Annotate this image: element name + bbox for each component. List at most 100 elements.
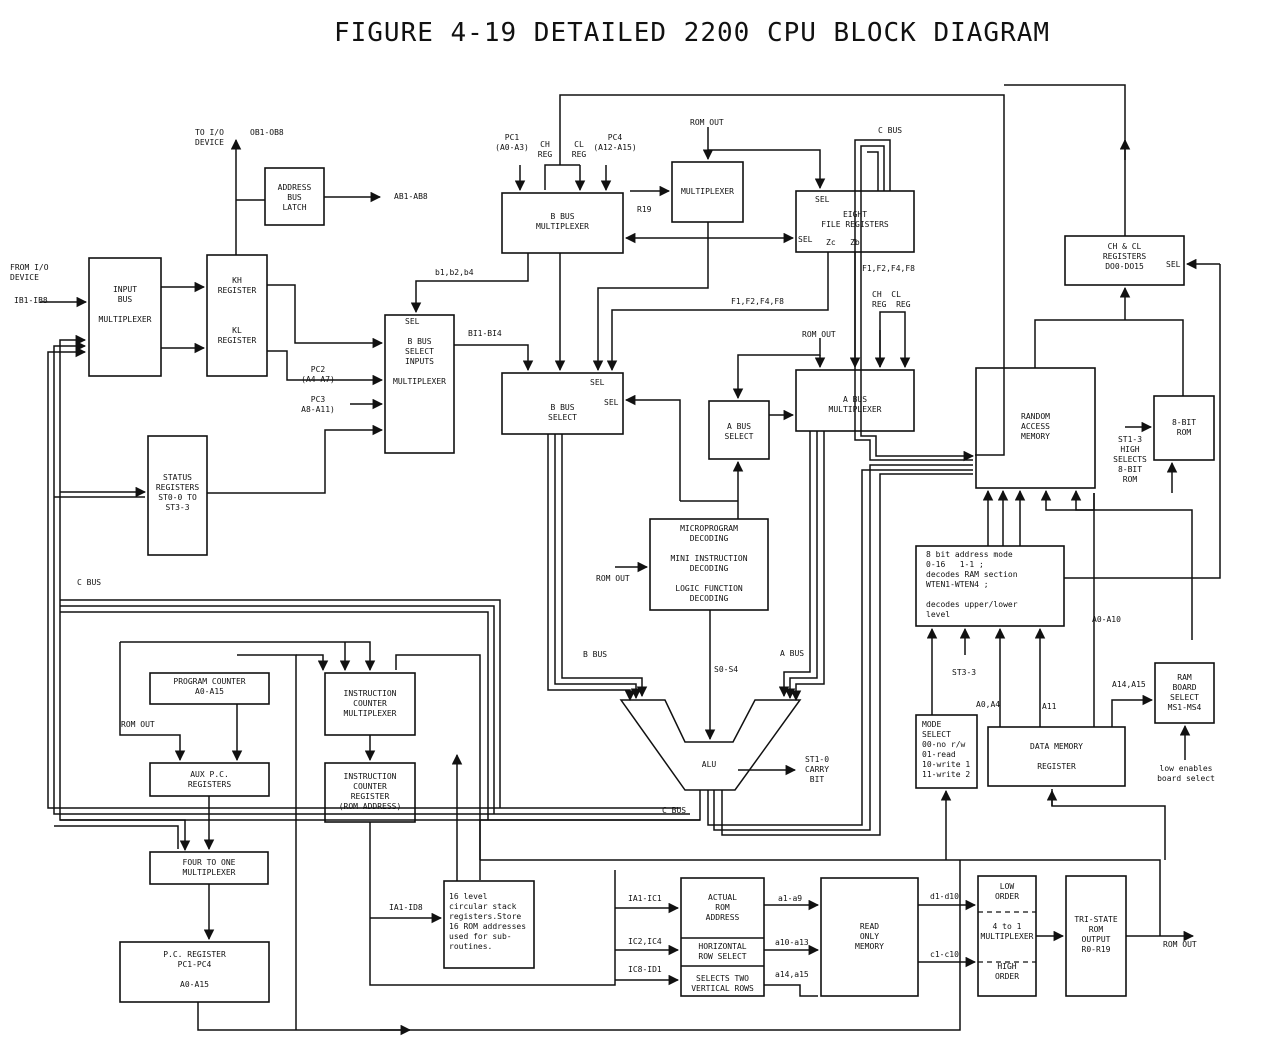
low-high-mux-box [977,875,1037,997]
instruction-counter-mux-label: INSTRUCTION COUNTER MULTIPLEXER [343,689,397,718]
rom-8bit-box [1153,395,1215,461]
ch-cl-registers-label: CH & CL REGISTERS DO0-DO15 [1102,242,1147,271]
multiplexer-box [671,161,744,223]
s0s4-label: S0-S4 [714,665,739,674]
a0a4-label: A0,A4 [976,700,1001,709]
rom-out-pc-label: ROM OUT [121,720,155,729]
st1-3-label: ST1-3 HIGH SELECTS 8-BIT ROM [1113,435,1147,484]
address-bus-latch-label: ADDRESS BUS LATCH [277,183,312,212]
instruction-counter-mux-box [324,672,416,736]
read-only-memory-box [820,877,919,997]
instruction-counter-register-box [324,762,416,823]
a-bus-select-box [708,400,770,460]
data-memory-register-label: DATA MEMORY REGISTER [1030,742,1083,771]
address-mode-label: 8 bit address mode 0-16 1-1 ; decodes RA… [926,550,1018,619]
instruction-counter-register-label: INSTRUCTION COUNTER REGISTER (ROM ADDRES… [338,772,402,811]
rom-out-left-label: ROM OUT [596,574,630,583]
kh-kl-register-box [206,254,268,377]
alu-label: ALU [701,760,717,769]
ch-reg-label: CH REG [537,140,553,159]
aux-pc-registers-box [149,762,270,797]
b-bus-label: B BUS [583,650,608,659]
four-to-one-mux-label: FOUR TO ONE MULTIPLEXER [182,858,236,877]
ab-label: AB1-AB8 [394,192,428,201]
address-mode-box [915,545,1065,627]
status-registers-box [147,435,208,556]
stack-registers-label: 16 level circular stack registers.Store … [449,892,527,951]
multiplexer-label: MULTIPLEXER [681,187,734,196]
status-registers-label: STATUS REGISTERS ST0-0 TO ST3-3 [155,473,200,512]
b-bus-mux-label: B BUS MULTIPLEXER [536,212,589,231]
st1-0-label: ST1-0 CARRY BIT [804,755,830,784]
four-to-one-mux-box [149,851,269,885]
zc-zb-label: Zc Zb [826,238,860,247]
program-counter-box [149,672,270,705]
a10a13-label: a10-a13 [775,938,809,947]
c-bus-left-label: C BUS [77,578,102,587]
pc1-label: PC1 (A0-A3) [495,133,529,152]
b-bus-mux-box [501,192,624,254]
b-bus-select-inputs-box [384,314,455,454]
data-memory-register-box [987,726,1126,787]
rom-out-right-label: ROM OUT [1163,940,1197,949]
pc4-label: PC4 (A12-A15) [593,133,637,152]
kh-kl-register-label: KH REGISTER KL REGISTER [217,276,257,345]
low-high-mux-label: LOW ORDER 4 to 1 MULTIPLEXER HIGH ORDER [980,882,1034,981]
ram-board-select-label: RAM BOARD SELECT MS1-MS4 [1167,673,1202,712]
r19-label: R19 [637,205,652,214]
ic2-ic4-label: IC2,IC4 [628,937,662,946]
d1d10-label: d1-d10 [930,892,959,901]
ch-cl-registers-box [1064,235,1185,286]
program-counter-label: PROGRAM COUNTER A0-A15 [173,677,246,696]
sel-bbsi-label: SEL [405,317,420,326]
a14a15-rom-label: a14,a15 [775,970,809,979]
ch-cl-reg-2-label: CH CL REG REG [872,290,911,309]
a1a9-label: a1-a9 [778,894,803,903]
b-bus-select-box [501,372,624,435]
c1c10-label: c1-c10 [930,950,959,959]
input-bus-mux-label: INPUT BUS MULTIPLEXER [98,285,152,324]
f-mid-label: F1,F2,F4,F8 [731,297,784,306]
eight-file-registers-label: EIGHT FILE REGISTERS [821,210,889,229]
ram-box [975,367,1096,489]
microprogram-decoding-box [649,518,769,611]
ic8-id1-label: IC8-ID1 [628,965,662,974]
mode-select-label: MODE SELECT 00-no r/w 01-read 10-write 1… [922,720,971,779]
ram-board-select-box [1154,662,1215,724]
pc-register-box [119,941,270,1003]
sel-ch-label: SEL [1166,260,1181,269]
b1b2b4-label: b1,b2,b4 [435,268,474,277]
pc-register-label: P.C. REGISTER PC1-PC4 A0-A15 [163,950,226,989]
rom-out-mid-label: ROM OUT [802,330,836,339]
pc2-label: PC2 (A4-A7) [301,365,335,384]
sel-file-label: SEL [815,195,830,204]
ram-label: RANDOM ACCESS MEMORY [1021,412,1050,441]
ob-label: OB1-OB8 [250,128,284,137]
a-bus-label: A BUS [780,649,805,658]
rom-out-top-label: ROM OUT [690,118,724,127]
address-bus-latch-box [264,167,325,226]
pc3-label: PC3 A8-A11) [301,395,335,414]
actual-rom-address-label: ACTUAL ROM ADDRESS [705,893,740,922]
aux-pc-registers-label: AUX P.C. REGISTERS [187,770,232,789]
sel-bbs-2-label: SEL [604,398,619,407]
a14a15-label: A14,A15 [1112,680,1146,689]
ia-ic-label: IA1-IC1 [628,894,662,903]
from-io-device-label: FROM I/O DEVICE [10,263,49,282]
ib-label: IB1-IB8 [14,296,48,305]
f-top-label: F1,F2,F4,F8 [862,264,915,273]
selects-two-vertical-rows-label: SELECTS TWO VERTICAL ROWS [691,974,754,993]
input-bus-mux-box [88,257,162,377]
tri-state-rom-output-label: TRI-STATE ROM OUTPUT R0-R19 [1074,915,1118,954]
mode-select-box [915,714,978,789]
bi-label: BI1-BI4 [468,329,502,338]
to-io-device-label: TO I/O DEVICE [195,128,224,147]
microprogram-decoding-label: MICROPROGRAM DECODING MINI INSTRUCTION D… [670,524,748,603]
rom-8bit-label: 8-BIT ROM [1171,418,1197,437]
st3-3-label: ST3-3 [952,668,977,677]
a-bus-mux-label: A BUS MULTIPLEXER [828,395,882,414]
c-bus-bottom-label: C BUS [662,806,687,815]
a11-label: A11 [1042,702,1057,711]
horizontal-row-select-label: HORIZONTAL ROW SELECT [698,942,747,961]
